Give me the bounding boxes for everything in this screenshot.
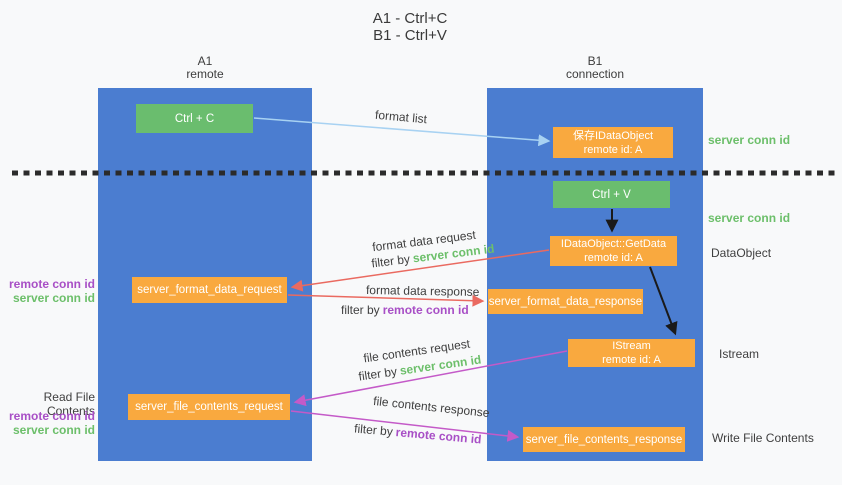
left-conn-id-group-2: remote conn id server conn id <box>6 409 95 437</box>
left-conn-id-group-1: remote conn id server conn id <box>6 277 95 305</box>
ctrl-c-box: Ctrl + C <box>136 104 253 133</box>
remote-conn-id-left-label-2: remote conn id <box>8 409 95 423</box>
diagram-title: A1 - Ctrl+C B1 - Ctrl+V <box>0 10 820 44</box>
title-line-2: B1 - Ctrl+V <box>373 27 447 44</box>
istream-line2: remote id: A <box>602 354 661 366</box>
filter-by-text: filter by <box>341 303 380 317</box>
title-line-1: A1 - Ctrl+C <box>372 10 448 27</box>
save-idataobject-line2: remote id: A <box>583 143 643 156</box>
file-contents-response-label: file contents response <box>372 393 491 421</box>
lane-a1-name: A1 <box>197 54 213 68</box>
server-file-contents-response-label: server_file_contents_response <box>525 433 683 446</box>
read-file-contents-label: Read File Contents <box>43 390 95 418</box>
server-conn-id-right-label-1: server conn id <box>708 133 791 147</box>
getdata-line2: remote id: A <box>584 252 643 264</box>
remote-conn-id-left-label-1: remote conn id <box>8 277 95 291</box>
server-format-data-response-label: server_format_data_response <box>488 295 643 308</box>
istream-right-label: Istream <box>719 347 760 361</box>
filter-by-text: filter by <box>353 421 394 439</box>
server-format-data-request-box: server_format_data_request <box>132 277 287 303</box>
lane-a1-role: remote <box>186 67 224 81</box>
lane-b1-name: B1 <box>587 54 603 68</box>
remote-conn-id-keyword: remote conn id <box>382 303 469 317</box>
ctrl-v-box: Ctrl + V <box>553 181 670 208</box>
format-data-response-label: format data response <box>365 283 480 299</box>
server-file-contents-response-box: server_file_contents_response <box>523 427 685 452</box>
server-format-data-response-box: server_format_data_response <box>488 289 643 314</box>
server-conn-id-left-label-1: server conn id <box>12 291 95 305</box>
idataobject-getdata-box: IDataObject::GetData remote id: A <box>550 236 677 266</box>
lane-b1-role: connection <box>565 67 625 81</box>
server-format-data-request-label: server_format_data_request <box>137 284 282 296</box>
istream-line1: IStream <box>612 340 651 352</box>
istream-box: IStream remote id: A <box>568 339 695 367</box>
format-list-label: format list <box>374 107 428 127</box>
filter-by-text: filter by <box>357 364 398 384</box>
server-file-contents-request-label: server_file_contents_request <box>135 401 283 413</box>
save-idataobject-line1: 保存IDataObject <box>572 129 654 142</box>
dataobject-right-label: DataObject <box>711 246 772 260</box>
ctrl-c-label: Ctrl + C <box>174 112 215 125</box>
lane-header-b1: B1 connection <box>487 55 703 81</box>
remote-conn-id-keyword: remote conn id <box>395 425 483 447</box>
ctrl-v-label: Ctrl + V <box>592 188 631 201</box>
write-file-contents-label: Write File Contents <box>712 431 814 445</box>
save-idataobject-box: 保存IDataObject remote id: A <box>553 127 673 158</box>
getdata-line1: IDataObject::GetData <box>560 238 667 250</box>
server-file-contents-request-box: server_file_contents_request <box>128 394 290 420</box>
server-conn-id-left-label-2: server conn id <box>12 423 95 437</box>
lane-header-a1: A1 remote <box>98 55 312 81</box>
filter-by-text: filter by <box>370 251 411 271</box>
server-conn-id-right-label-2: server conn id <box>708 211 791 225</box>
